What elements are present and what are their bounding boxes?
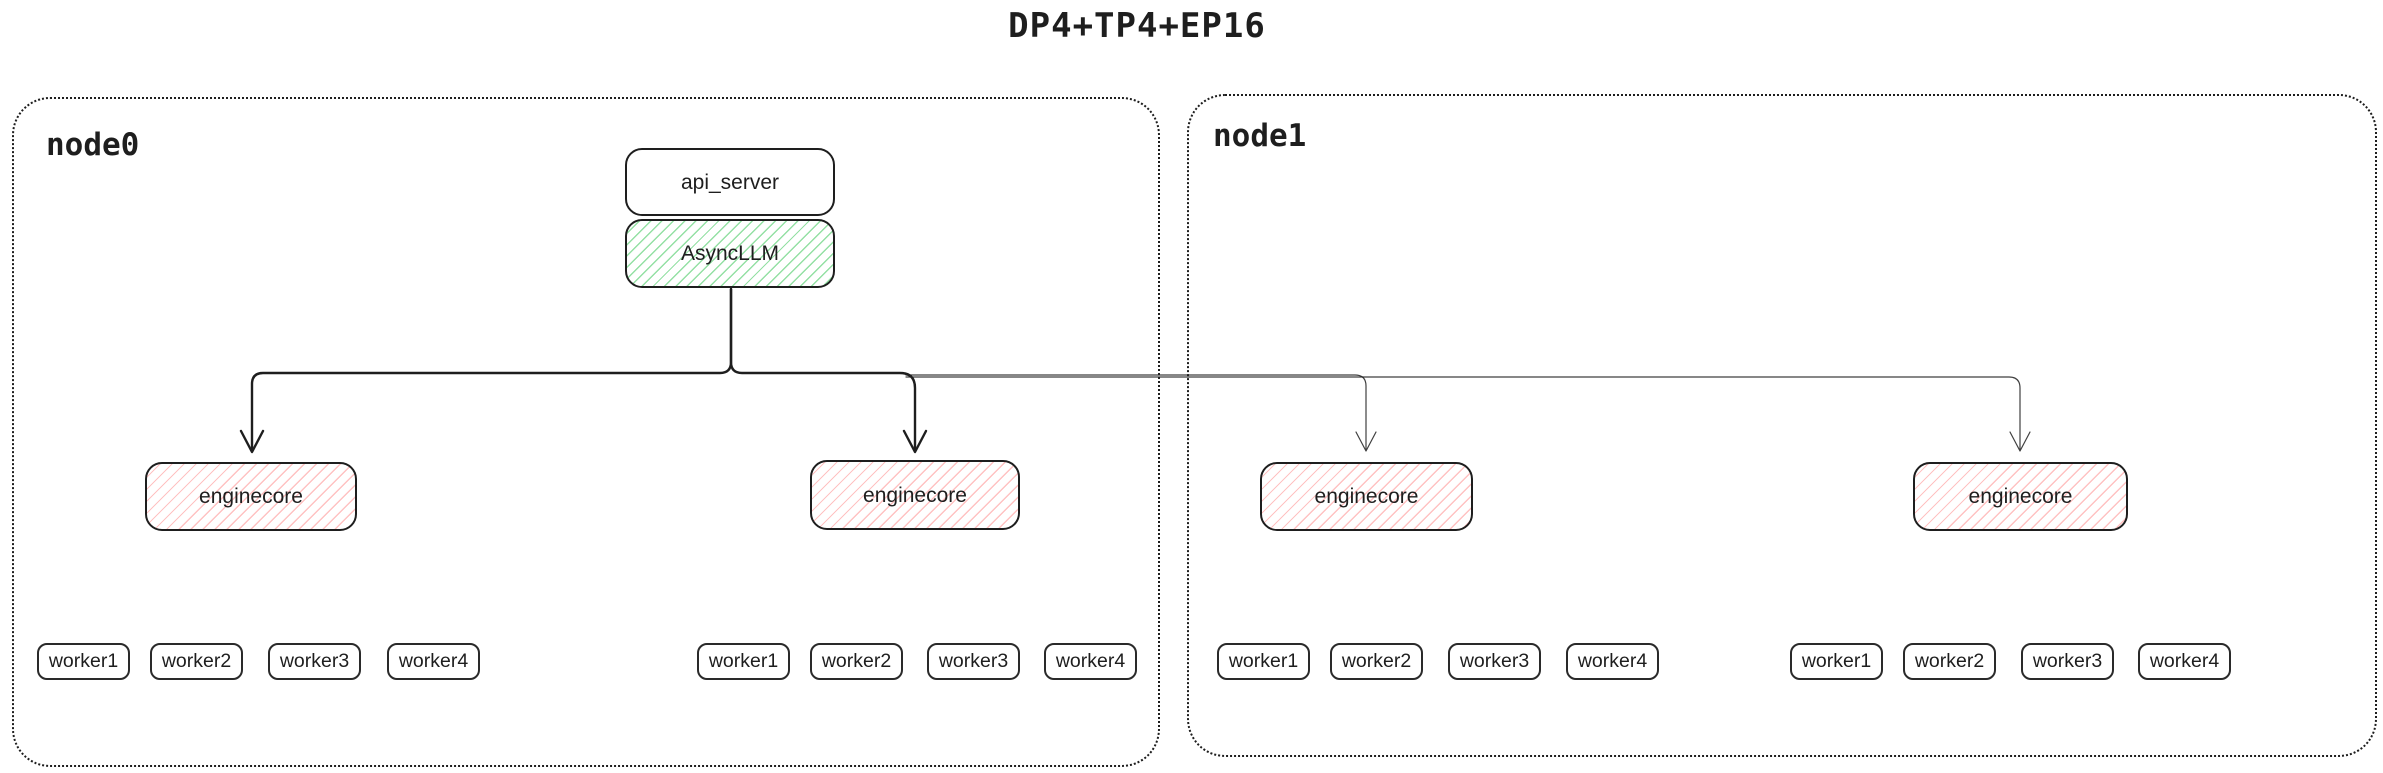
worker-label: worker4 <box>1055 649 1126 672</box>
enginecore-label: enginecore <box>1314 485 1419 508</box>
worker-label: worker2 <box>821 649 892 672</box>
worker-label: worker3 <box>1459 649 1530 672</box>
enginecore-box-3: enginecore <box>1260 462 1473 531</box>
worker-box: worker3 <box>268 643 361 680</box>
asyncllm-label: AsyncLLM <box>680 242 780 265</box>
worker-box: worker1 <box>1217 643 1310 680</box>
worker-box: worker2 <box>810 643 903 680</box>
worker-box: worker4 <box>387 643 480 680</box>
enginecore-label: enginecore <box>863 483 967 507</box>
node0-label: node0 <box>46 127 140 163</box>
worker-box: worker2 <box>1330 643 1423 680</box>
asyncllm-box: AsyncLLM <box>625 219 835 288</box>
worker-box: worker2 <box>1903 643 1996 680</box>
worker-label: worker1 <box>1228 649 1299 672</box>
worker-label: worker3 <box>938 649 1009 672</box>
worker-label: worker4 <box>2149 649 2220 672</box>
enginecore-box-4: enginecore <box>1913 462 2128 531</box>
enginecore-label: enginecore <box>1968 485 2073 508</box>
enginecore-label: enginecore <box>199 485 303 508</box>
enginecore-box-1: enginecore <box>145 462 357 531</box>
worker-label: worker4 <box>398 649 469 672</box>
worker-label: worker1 <box>48 649 119 672</box>
worker-box: worker4 <box>1044 643 1137 680</box>
worker-label: worker2 <box>161 649 232 672</box>
node1-label: node1 <box>1213 118 1307 154</box>
diagram-title: DP4+TP4+EP16 <box>1008 6 1266 46</box>
worker-box: worker4 <box>1566 643 1659 680</box>
worker-label: worker3 <box>2032 649 2103 672</box>
api-server-box: api_server <box>625 148 835 216</box>
worker-box: worker2 <box>150 643 243 680</box>
worker-box: worker1 <box>37 643 130 680</box>
worker-box: worker3 <box>1448 643 1541 680</box>
api-server-label: api_server <box>680 170 780 194</box>
worker-label: worker2 <box>1914 649 1985 672</box>
worker-box: worker3 <box>927 643 1020 680</box>
worker-box: worker1 <box>1790 643 1883 680</box>
worker-label: worker4 <box>1577 649 1648 672</box>
worker-label: worker2 <box>1341 649 1412 672</box>
worker-box: worker1 <box>697 643 790 680</box>
worker-label: worker1 <box>1801 649 1872 672</box>
worker-label: worker1 <box>708 649 779 672</box>
worker-label: worker3 <box>279 649 350 672</box>
enginecore-box-2: enginecore <box>810 460 1020 530</box>
worker-box: worker3 <box>2021 643 2114 680</box>
worker-box: worker4 <box>2138 643 2231 680</box>
